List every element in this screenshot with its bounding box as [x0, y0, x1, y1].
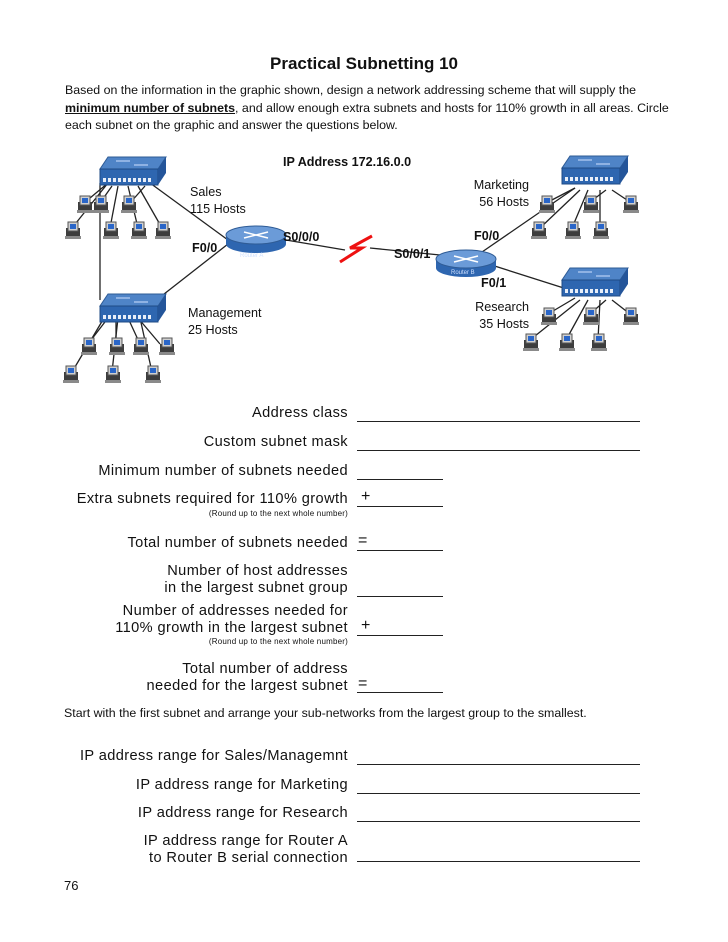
- instructions: Based on the information in the graphic …: [65, 83, 669, 132]
- min-subnets-answer[interactable]: [357, 479, 443, 480]
- network-diagram: Router A Router B: [62, 155, 640, 384]
- total-subnets-label: Total number of subnets needed: [127, 535, 348, 551]
- range-research-answer[interactable]: [357, 821, 640, 822]
- host-addresses-answer[interactable]: [357, 596, 443, 597]
- router-a-s000-label: S0/0/0: [283, 230, 320, 244]
- round-note-1: (Round up to the next whole number): [208, 509, 348, 518]
- router-a-f00-label: F0/0: [192, 241, 218, 255]
- range-sales-mgmt-answer[interactable]: [357, 764, 640, 765]
- growth-addresses-answer[interactable]: [357, 635, 443, 636]
- range-marketing-label: IP address range for Marketing: [135, 777, 348, 793]
- plus-sign-1: +: [361, 488, 371, 505]
- min-subnets-label: Minimum number of subnets needed: [98, 463, 348, 479]
- equals-sign-1: =: [358, 532, 368, 549]
- total-addresses-answer[interactable]: [357, 692, 443, 693]
- range-marketing-answer[interactable]: [357, 793, 640, 794]
- page-number: 76: [64, 878, 79, 893]
- custom-mask-label: Custom subnet mask: [203, 434, 348, 450]
- round-note-2: (Round up to the next whole number): [208, 637, 348, 646]
- router-a-label: Router A: [240, 253, 263, 259]
- router-b-s001-label: S0/0/1: [394, 247, 431, 261]
- custom-mask-answer[interactable]: [357, 450, 640, 451]
- range-serial-answer[interactable]: [357, 861, 640, 862]
- router-b-f01-label: F0/1: [481, 276, 507, 290]
- router-b-f00-label: F0/0: [474, 229, 500, 243]
- page-title: Practical Subnetting 10: [270, 54, 458, 73]
- router-b-label: Router B: [451, 270, 475, 276]
- range-research-label: IP address range for Research: [137, 805, 348, 821]
- extra-subnets-label: Extra subnets required for 110% growth: [76, 491, 348, 507]
- range-sales-mgmt-label: IP address range for Sales/Managemnt: [79, 748, 348, 764]
- extra-subnets-answer[interactable]: [357, 506, 443, 507]
- ip-address-label: IP Address 172.16.0.0: [283, 155, 412, 169]
- total-subnets-answer[interactable]: [357, 550, 443, 551]
- plus-sign-2: +: [361, 617, 371, 634]
- address-class-label: Address class: [251, 405, 348, 421]
- arrangement-note: Start with the first subnet and arrange …: [64, 706, 587, 720]
- equals-sign-2: =: [358, 675, 368, 692]
- address-class-answer[interactable]: [357, 421, 640, 422]
